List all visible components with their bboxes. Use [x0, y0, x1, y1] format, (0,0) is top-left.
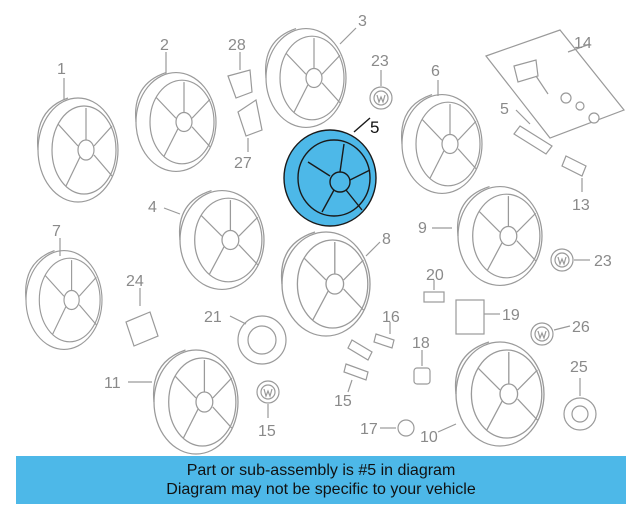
clip-part-27[interactable]: 27 [234, 99, 263, 172]
center-cap-part-24[interactable]: 24 [125, 273, 159, 347]
wheel-part-4[interactable]: 4 [148, 189, 265, 291]
emblem-part-23-top[interactable]: 23 [369, 53, 393, 110]
callout-1: 1 [57, 61, 66, 78]
wheel-part-11[interactable]: 11 [104, 349, 239, 455]
wheel-part-10[interactable]: 10 [420, 341, 545, 447]
callout-15: 15 [334, 393, 352, 410]
cap-part-17[interactable]: 17 [360, 419, 415, 438]
lug-bolt-part-15[interactable]: 15 [334, 363, 369, 410]
nut-part-18[interactable]: 18 [412, 335, 431, 385]
callout-5: 5 [370, 118, 379, 137]
callout-19: 19 [502, 307, 520, 324]
callout-14: 14 [574, 35, 592, 52]
valve-bracket-part-28[interactable]: 28 [227, 37, 253, 99]
callout-23-top: 23 [371, 53, 389, 70]
callout-16: 16 [382, 309, 400, 326]
hub-cover-part-25[interactable]: 25 [563, 359, 597, 431]
weight-part-20[interactable]: 20 [423, 267, 445, 303]
callout-2: 2 [160, 37, 169, 54]
callout-3: 3 [358, 13, 367, 30]
hubcap-part-21[interactable]: 21 [204, 309, 287, 365]
callout-17: 17 [360, 421, 378, 438]
wheel-part-6[interactable]: 6 [400, 63, 483, 195]
notice-banner: Part or sub-assembly is #5 in diagram Di… [16, 456, 626, 504]
tpms-kit-part-14[interactable]: 14 [485, 29, 625, 139]
callout-7: 7 [52, 223, 61, 240]
wheel-part-1[interactable]: 1 [36, 61, 119, 203]
callout-21: 21 [204, 309, 222, 326]
valve-cap-part-13[interactable]: 13 [561, 155, 590, 214]
callout-9: 9 [418, 220, 427, 237]
callout-12: 5 [500, 101, 509, 118]
callout-26: 26 [572, 319, 590, 336]
wheel-part-5-highlighted[interactable]: 5 [283, 117, 379, 227]
callout-22: 15 [258, 423, 276, 440]
callout-10: 10 [420, 429, 438, 446]
emblem-part-26[interactable]: 26 [530, 319, 590, 346]
wheel-part-9[interactable]: 9 [418, 185, 543, 287]
valve-part-12[interactable]: 5 [500, 101, 553, 155]
callout-23-right: 23 [594, 253, 612, 270]
wheel-part-2[interactable]: 2 [134, 37, 217, 173]
bolt-part-16[interactable]: 16 [347, 309, 400, 361]
wheel-part-8[interactable]: 8 [280, 231, 391, 337]
notice-line-2: Diagram may not be specific to your vehi… [166, 481, 476, 498]
emblem-part-23-right[interactable]: 23 [550, 248, 612, 272]
emblem-part-22[interactable]: 15 [256, 380, 280, 440]
callout-24: 24 [126, 273, 144, 290]
callout-4: 4 [148, 199, 157, 216]
callout-11: 11 [104, 375, 121, 392]
callout-28: 28 [228, 37, 246, 54]
callout-6: 6 [431, 63, 440, 80]
callout-25: 25 [570, 359, 588, 376]
callout-20: 20 [426, 267, 444, 284]
wheel-part-7[interactable]: 7 [25, 223, 103, 350]
label-part-19[interactable]: 19 [455, 299, 520, 335]
notice-line-1: Part or sub-assembly is #5 in diagram [186, 462, 456, 479]
callout-13: 13 [572, 197, 590, 214]
callout-18: 18 [412, 335, 430, 352]
wheel-part-3[interactable]: 3 [264, 13, 367, 129]
callout-27: 27 [234, 155, 252, 172]
callout-8: 8 [382, 231, 391, 248]
